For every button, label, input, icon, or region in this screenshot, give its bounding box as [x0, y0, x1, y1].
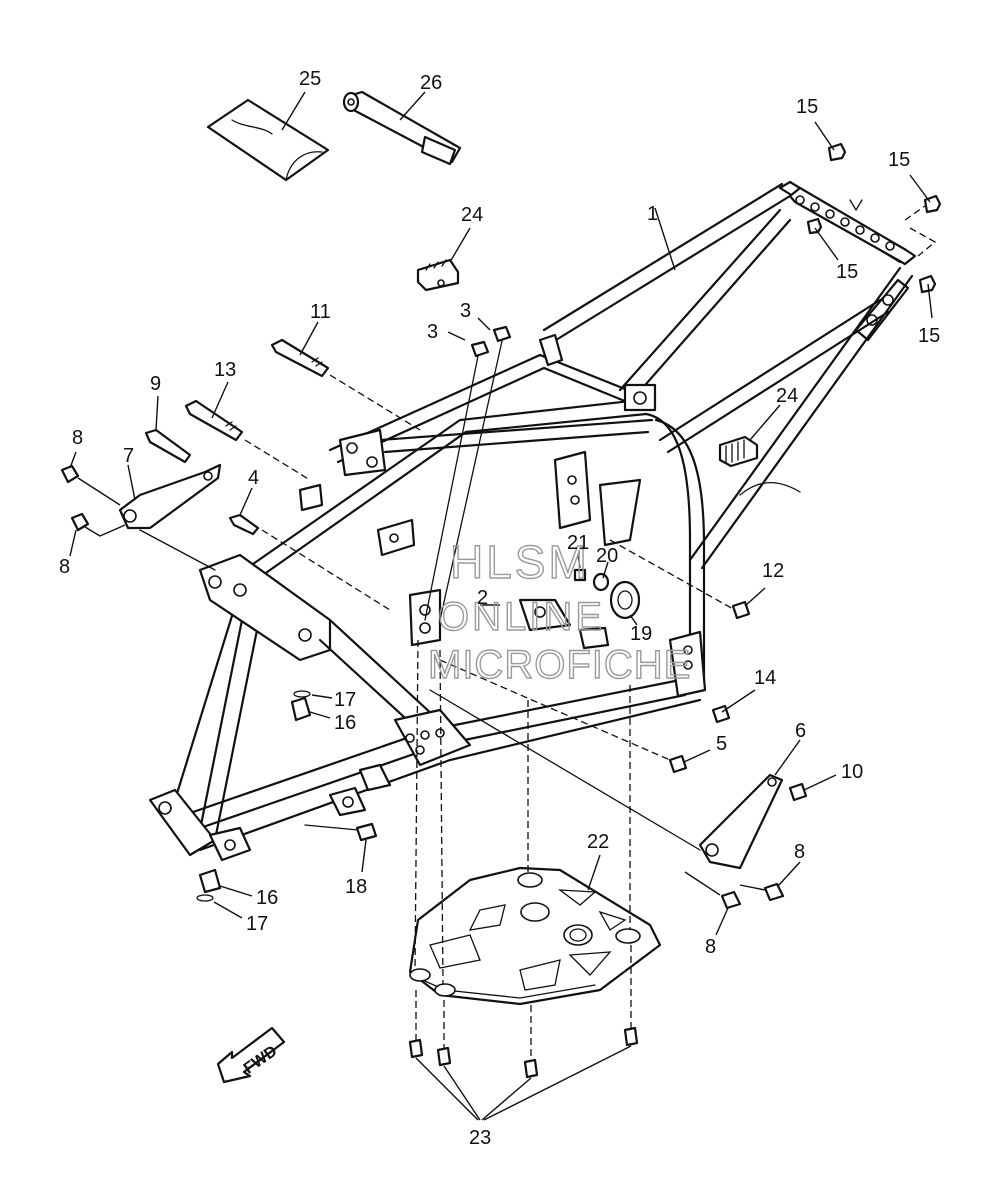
callout-22: 22 — [587, 831, 609, 853]
callout-9: 9 — [150, 373, 161, 395]
callout-15a: 15 — [796, 96, 818, 118]
parts-16-17-18-fittings — [196, 690, 378, 919]
callout-20: 20 — [596, 545, 618, 567]
part-3-bolts — [424, 317, 512, 621]
callout-3b: 3 — [460, 300, 471, 322]
callout-7: 7 — [123, 445, 134, 467]
part-24-cushion-right — [718, 404, 781, 468]
callout-8d: 8 — [705, 936, 716, 958]
callout-15c: 15 — [836, 261, 858, 283]
part-8-bolts — [60, 451, 801, 936]
callout-8a: 8 — [72, 427, 83, 449]
watermark: HLSM ONLINE MICROFICHE — [427, 535, 691, 687]
callout-16b: 16 — [256, 887, 278, 909]
callout-17b: 17 — [246, 913, 268, 935]
callout-17a: 17 — [334, 689, 356, 711]
callout-6: 6 — [795, 720, 806, 742]
part-6-bracket — [429, 689, 801, 870]
callout-4: 4 — [248, 467, 259, 489]
callout-12: 12 — [762, 560, 784, 582]
part-24-cushion-top — [416, 227, 471, 292]
part-11-13-long-bolts — [184, 321, 421, 481]
callout-15b: 15 — [888, 149, 910, 171]
callout-3a: 3 — [427, 321, 438, 343]
callout-8b: 8 — [59, 556, 70, 578]
callout-10: 10 — [841, 761, 863, 783]
callout-18: 18 — [345, 876, 367, 898]
callout-24b: 24 — [776, 385, 798, 407]
watermark-line-3: MICROFICHE — [428, 643, 691, 687]
callout-1: 1 — [647, 203, 658, 225]
callout-23: 23 — [469, 1127, 491, 1149]
part-23-skid-bolts — [408, 945, 639, 1121]
callout-15d: 15 — [918, 325, 940, 347]
part-1-main-frame — [148, 180, 917, 862]
callout-13: 13 — [214, 359, 236, 381]
callout-14: 14 — [754, 667, 776, 689]
callout-21: 21 — [567, 532, 589, 554]
callout-25: 25 — [299, 68, 321, 90]
callout-5: 5 — [716, 733, 727, 755]
callout-26: 26 — [420, 72, 442, 94]
callout-11: 11 — [310, 301, 331, 323]
part-22-skid-plate — [408, 639, 662, 1006]
part-26-tube — [342, 90, 462, 166]
forward-arrow-icon: FWD — [216, 1026, 286, 1084]
callout-labels: 1 2 3 3 4 5 6 7 8 8 8 8 9 10 11 12 13 14… — [59, 68, 940, 1149]
watermark-line-1: HLSM — [450, 536, 590, 588]
part-7-bracket — [118, 463, 222, 571]
part-nuts-5-10-12-14 — [439, 539, 837, 802]
callout-19: 19 — [630, 623, 652, 645]
callout-16a: 16 — [334, 712, 356, 734]
part-4-bolt — [228, 487, 391, 611]
part-9-bolt — [144, 395, 192, 464]
part-25-pouch — [206, 91, 330, 182]
callout-8c: 8 — [794, 841, 805, 863]
callout-2: 2 — [477, 587, 488, 609]
callout-24a: 24 — [461, 204, 483, 226]
part-15-grommets — [806, 121, 942, 319]
parts-2-19-20-21-mount — [480, 554, 641, 626]
watermark-line-2: ONLINE — [438, 595, 605, 639]
